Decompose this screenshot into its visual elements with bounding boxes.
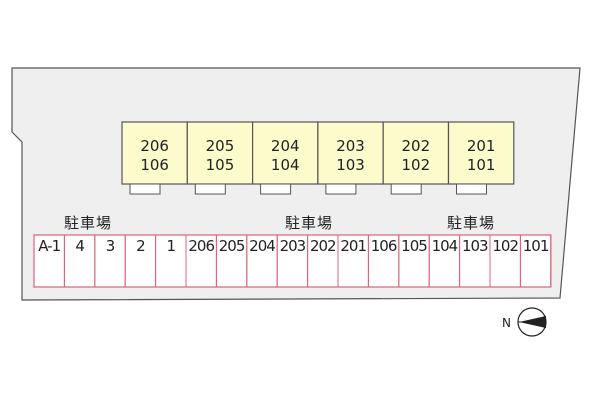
parking-label-right: 駐車場 — [447, 214, 496, 232]
north-arrow-icon — [517, 307, 547, 337]
unit-upper-number: 203 — [336, 137, 365, 155]
unit-block — [121, 121, 188, 185]
parking-slot-label: 103 — [461, 237, 489, 255]
parking-slot-label: 4 — [75, 237, 85, 255]
parking-label-center: 駐車場 — [285, 214, 334, 232]
parking-slot-label: 106 — [370, 237, 398, 255]
parking-slot-label: 205 — [218, 237, 246, 255]
entrance-step — [260, 183, 292, 195]
unit-upper-number: 202 — [401, 137, 431, 155]
parking-slot-label: 204 — [249, 237, 276, 255]
parking-area — [33, 234, 552, 288]
unit-block — [186, 121, 254, 185]
parking-slot-label: 2 — [136, 237, 146, 255]
entrance-step — [129, 183, 161, 195]
parking-slot-label: 101 — [522, 237, 550, 255]
parking-slot-label: 201 — [340, 237, 367, 255]
unit-lower-number: 103 — [336, 156, 365, 174]
unit-lower-number: 101 — [466, 156, 496, 174]
unit-lower-number: 106 — [140, 156, 169, 174]
parking-slot-label: 203 — [279, 237, 307, 255]
unit-upper-number: 204 — [270, 137, 300, 155]
unit-upper-number: 201 — [466, 137, 496, 155]
parking-slot-label: A-1 — [38, 237, 61, 255]
parking-slot — [519, 234, 552, 288]
compass-north-label: N — [502, 316, 511, 330]
parking-label-left: 駐車場 — [64, 214, 113, 232]
entrance-step — [456, 183, 487, 195]
parking-slot-label: 105 — [401, 237, 428, 255]
unit-lower-number: 104 — [270, 156, 300, 174]
parking-slot-label: 104 — [431, 237, 459, 255]
parking-slot-label: 102 — [492, 237, 519, 255]
entrance-step — [325, 183, 357, 195]
building-row — [121, 121, 515, 195]
parking-row — [33, 234, 552, 288]
unit-block — [317, 121, 384, 185]
unit-upper-number: 206 — [140, 137, 169, 155]
parking-slot-label: 1 — [166, 237, 177, 255]
entrance-step — [194, 183, 226, 195]
parking-slot-label: 206 — [188, 237, 215, 255]
unit-block — [447, 121, 515, 185]
parking-slot-label: 202 — [309, 237, 337, 255]
parking-slot-label: 3 — [105, 237, 116, 255]
unit-lower-number: 102 — [401, 156, 431, 174]
unit-lower-number: 105 — [205, 156, 235, 174]
unit-upper-number: 205 — [205, 137, 235, 155]
entrance-step — [390, 183, 422, 195]
